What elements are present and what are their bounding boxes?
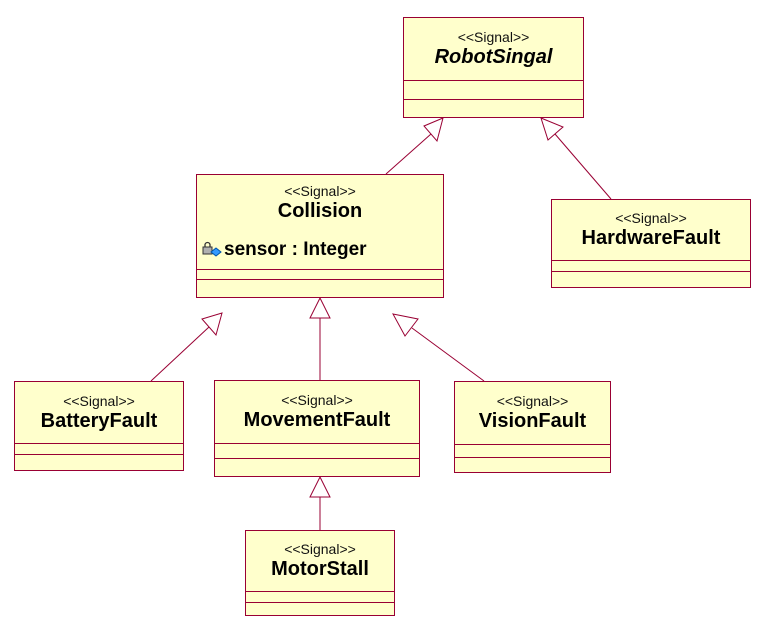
operation-compartment	[455, 457, 610, 472]
class-name: Collision	[277, 200, 363, 222]
generalization-batteryfault-to-collision	[150, 312, 223, 382]
class-name: HardwareFault	[581, 227, 721, 249]
generalization-visionfault-to-collision	[392, 313, 485, 382]
attribute-compartment	[15, 443, 183, 454]
stereotype-label: <<Signal>>	[496, 393, 569, 409]
operation-compartment	[552, 271, 750, 287]
class-name: MovementFault	[243, 409, 391, 431]
stereotype-label: <<Signal>>	[281, 392, 353, 408]
operation-compartment	[246, 602, 394, 615]
stereotype-label: <<Signal>>	[284, 541, 356, 557]
attribute-compartment	[215, 443, 419, 458]
class-batteryfault[interactable]: <<Signal>> BatteryFault	[14, 381, 184, 471]
generalization-collision-to-robotsingal	[385, 117, 444, 175]
inheritance-arrowhead	[423, 117, 444, 143]
class-visionfault[interactable]: <<Signal>> VisionFault	[454, 381, 611, 473]
class-name: BatteryFault	[40, 409, 158, 432]
stereotype-label: <<Signal>>	[284, 183, 356, 199]
inheritance-arrowhead	[392, 313, 419, 337]
class-name: VisionFault	[478, 410, 587, 432]
operation-compartment	[215, 458, 419, 476]
attribute-compartment	[404, 80, 583, 99]
class-motorstall[interactable]: <<Signal>> MotorStall	[245, 530, 395, 616]
class-robotsingal[interactable]: <<Signal>> RobotSingal	[403, 17, 584, 118]
generalization-hardwarefault-to-robotsingal	[540, 117, 612, 200]
generalization-motorstall-to-movementfault	[309, 475, 331, 530]
operation-compartment	[15, 454, 183, 470]
attribute-sensor: sensor : Integer	[224, 239, 367, 260]
stereotype-label: <<Signal>>	[63, 392, 135, 409]
inheritance-arrowhead	[201, 312, 223, 337]
inheritance-arrowhead	[309, 475, 331, 498]
inheritance-arrowhead	[309, 296, 331, 319]
class-name: MotorStall	[271, 558, 369, 580]
class-hardwarefault[interactable]: <<Signal>> HardwareFault	[551, 199, 751, 288]
class-collision[interactable]: <<Signal>> Collision sensor : Integer	[196, 174, 444, 298]
protected-attribute-icon	[202, 241, 222, 257]
operation-compartment	[197, 279, 443, 297]
inheritance-arrowhead	[540, 117, 564, 141]
attribute-compartment	[552, 260, 750, 271]
attribute-compartment	[197, 269, 443, 279]
attribute-row[interactable]: sensor : Integer	[197, 231, 443, 269]
stereotype-label: <<Signal>>	[615, 210, 687, 226]
attribute-compartment	[246, 591, 394, 602]
operation-compartment	[404, 99, 583, 117]
attribute-compartment	[455, 444, 610, 457]
class-movementfault[interactable]: <<Signal>> MovementFault	[214, 380, 420, 477]
generalization-movementfault-to-collision	[309, 296, 331, 380]
class-name: RobotSingal	[434, 46, 553, 68]
stereotype-label: <<Signal>>	[457, 29, 530, 45]
